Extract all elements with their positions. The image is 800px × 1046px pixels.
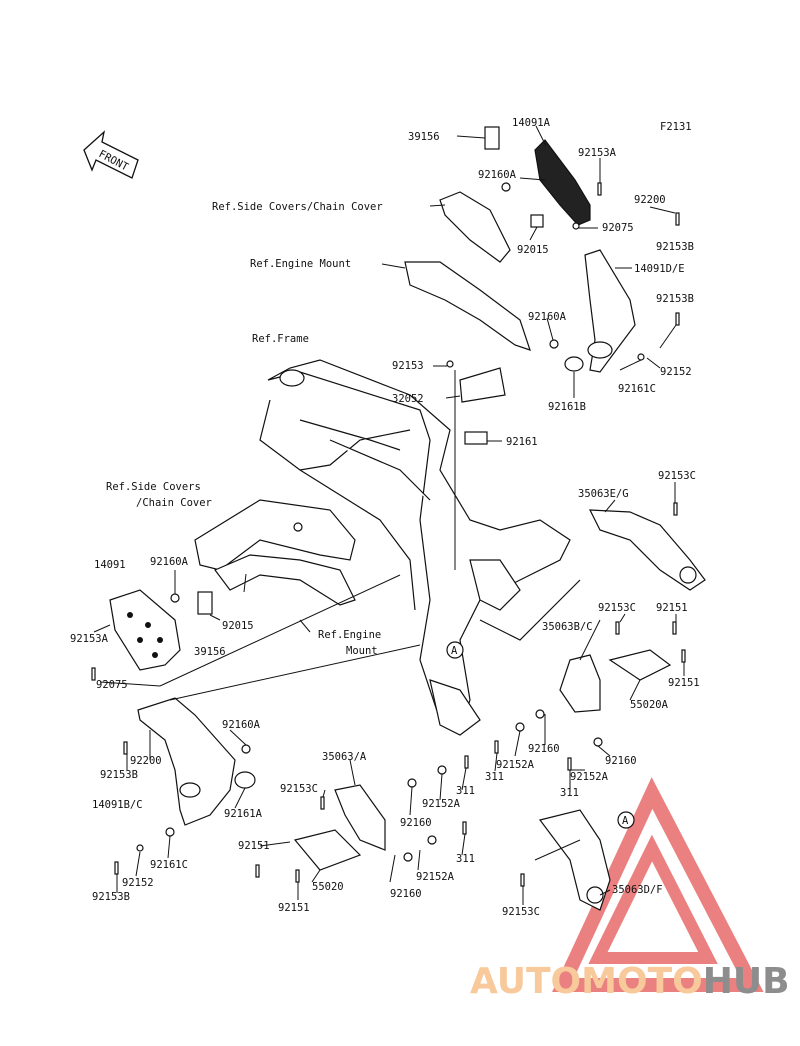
part-labels: 39156 14091A 92160A 92153A Ref.Side Cove… — [70, 117, 700, 918]
engine-mount-ref-left — [214, 554, 356, 606]
label-ref-frame: Ref.Frame — [252, 333, 309, 345]
cover-14091BC — [137, 697, 236, 826]
bracket-35063EG — [589, 509, 706, 591]
label-92160-b: 92160 — [605, 755, 637, 767]
label-92153A-left: 92153A — [70, 633, 109, 645]
label-92152-bottom: 92152 — [122, 877, 154, 889]
label-92015-top: 92015 — [517, 244, 549, 256]
label-92161C-top: 92161C — [618, 383, 656, 395]
side-cover-upper-ref — [439, 191, 511, 263]
label-14091DE: 14091D/E — [634, 263, 685, 275]
footpeg-55020A — [608, 649, 672, 681]
label-55020A: 55020A — [630, 699, 669, 711]
label-35063BC: 35063B/C — [542, 621, 593, 633]
label-35063A: 35063/A — [322, 751, 367, 763]
label-92153C-bottom: 92153C — [502, 906, 540, 918]
label-92200-left: 92200 — [130, 755, 162, 767]
label-ref-side-covers-left-1: Ref.Side Covers — [106, 481, 201, 493]
label-92151-b: 92151 — [668, 677, 700, 689]
label-92075-top: 92075 — [602, 222, 634, 234]
label-311-b: 311 — [560, 787, 579, 799]
cover-14091 — [109, 589, 181, 671]
label-ref-engine-mount-left-2: Mount — [346, 645, 378, 657]
watermark-part2: HUB — [703, 961, 790, 1002]
svg-text:AUTOMOTOHUB: AUTOMOTOHUB — [470, 961, 790, 1002]
label-92151-c: 92151 — [238, 840, 270, 852]
label-92151-a: 92151 — [656, 602, 688, 614]
side-cover-upper-14091A — [534, 139, 591, 226]
grommet-92161B — [564, 356, 584, 372]
label-39156-left: 39156 — [194, 646, 226, 658]
label-92161C-bottom: 92161C — [150, 859, 188, 871]
pad-39156-left — [197, 591, 213, 615]
label-92200-top: 92200 — [634, 194, 666, 206]
small-hardware — [91, 182, 686, 887]
label-92075-left: 92075 — [96, 679, 128, 691]
label-92153B-top: 92153B — [656, 241, 694, 253]
callout-a-bracket: A — [622, 815, 629, 827]
label-92160-a: 92160 — [528, 743, 560, 755]
label-ref-engine-mount-top: Ref.Engine Mount — [250, 258, 351, 270]
label-14091A: 14091A — [512, 117, 551, 129]
front-arrow-icon: FRONT — [83, 130, 139, 179]
side-cover-left-ref — [194, 499, 356, 571]
watermark-logo: AUTOMOTOHUB — [470, 777, 790, 1002]
label-92153: 92153 — [392, 360, 424, 372]
figure-code: F2131 — [660, 121, 692, 133]
label-92160A-top: 92160A — [478, 169, 517, 181]
label-ref-engine-mount-left-1: Ref.Engine — [318, 629, 381, 641]
label-92152-top: 92152 — [660, 366, 692, 378]
main-frame: A — [259, 359, 581, 736]
grommet-92161A — [234, 771, 256, 789]
label-311-d: 311 — [456, 853, 475, 865]
watermark-part1: AUTOMOTO — [470, 961, 703, 1002]
label-ref-side-covers-top: Ref.Side Covers/Chain Cover — [212, 201, 383, 213]
footpeg-55020 — [293, 829, 362, 871]
label-92153B-bottom: 92153B — [92, 891, 130, 903]
label-92152A-d: 92152A — [416, 871, 455, 883]
label-92153C-left: 92153C — [280, 783, 318, 795]
label-92161B: 92161B — [548, 401, 586, 413]
bracket-35063DF: A — [538, 809, 635, 911]
label-14091: 14091 — [94, 559, 126, 571]
engine-mount-ref-top — [404, 261, 531, 351]
label-92152A-a: 92152A — [496, 759, 535, 771]
leader-lines — [93, 125, 685, 905]
label-35063EG: 35063E/G — [578, 488, 629, 500]
pad-39156-top — [484, 126, 500, 150]
callout-a-frame: A — [451, 645, 458, 657]
label-311-a: 311 — [485, 771, 504, 783]
label-92153C-mid: 92153C — [598, 602, 636, 614]
cover-14091DE — [584, 249, 636, 373]
label-92160A-left: 92160A — [150, 556, 189, 568]
label-92152A-b: 92152A — [570, 771, 609, 783]
label-92015-left: 92015 — [222, 620, 254, 632]
label-92160-d: 92160 — [390, 888, 422, 900]
bracket-35063BC — [559, 654, 601, 713]
label-92153B-mid: 92153B — [656, 293, 694, 305]
bracket-32052 — [459, 367, 506, 403]
label-92153B-left: 92153B — [100, 769, 138, 781]
label-55020: 55020 — [312, 881, 344, 893]
label-92160A-bottom: 92160A — [222, 719, 261, 731]
block-92161 — [464, 431, 488, 445]
label-92161A: 92161A — [224, 808, 263, 820]
label-35063DF: 35063D/F — [612, 884, 663, 896]
label-32052: 32052 — [392, 393, 424, 405]
label-92152A-c: 92152A — [422, 798, 461, 810]
label-311-c: 311 — [456, 785, 475, 797]
label-92151-d: 92151 — [278, 902, 310, 914]
label-ref-side-covers-left-2: /Chain Cover — [136, 497, 212, 509]
label-92153A-top: 92153A — [578, 147, 617, 159]
label-39156-top: 39156 — [408, 131, 440, 143]
label-92160-c: 92160 — [400, 817, 432, 829]
label-92160A-mid: 92160A — [528, 311, 567, 323]
collar-92015-top — [530, 214, 544, 228]
label-92161: 92161 — [506, 436, 538, 448]
label-14091BC: 14091B/C — [92, 799, 143, 811]
bracket-35063A — [334, 784, 386, 851]
label-92153C-right: 92153C — [658, 470, 696, 482]
